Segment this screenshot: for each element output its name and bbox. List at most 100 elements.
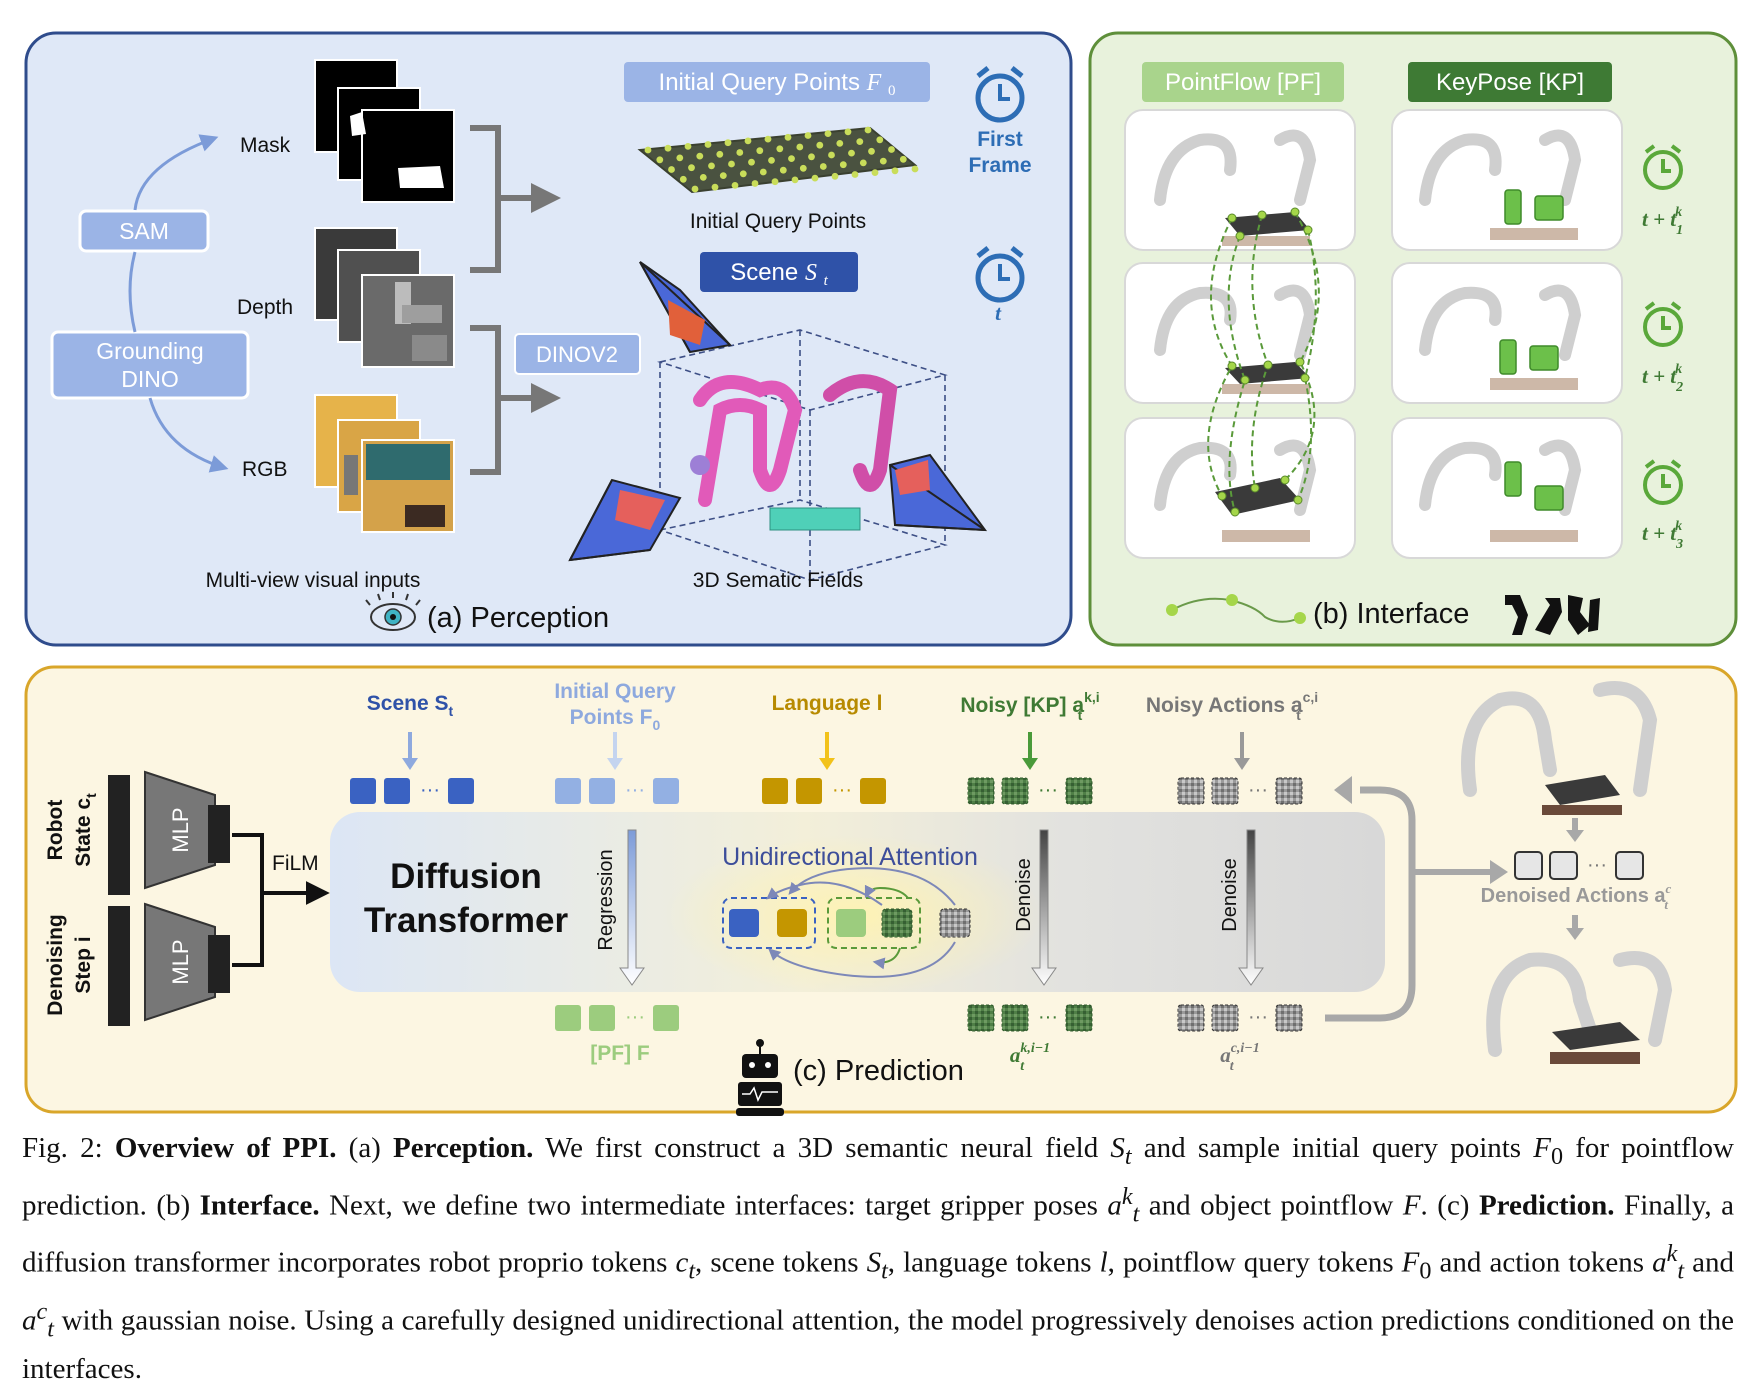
figure-caption: Fig. 2: Overview of PPI. (a) Perception.…: [22, 1132, 1735, 1386]
robot-state-bar: [108, 775, 130, 895]
act-output-tokens: ···: [1177, 1004, 1303, 1032]
svg-text:t + t2k: t + t2k: [1642, 362, 1683, 395]
svg-text:···: ···: [832, 779, 852, 801]
scene-title-sub: t: [824, 273, 829, 289]
initial-query-caption: Initial Query Points: [690, 210, 866, 233]
first-frame-label-1: First: [977, 128, 1023, 151]
rgb-label: RGB: [242, 458, 288, 481]
query-point: [676, 154, 684, 162]
sam-label: SAM: [119, 218, 169, 244]
query-point: [819, 163, 827, 170]
svg-text:t + t3k: t + t3k: [1642, 519, 1683, 552]
grounding-label-1: Grounding: [96, 338, 203, 364]
kp-output-tokens: ···: [967, 1004, 1093, 1032]
query-point: [644, 146, 652, 154]
query-point: [779, 166, 787, 174]
robot-icon: [736, 1039, 784, 1116]
camera-frustum-top: [639, 261, 732, 354]
uni-attention-label: Unidirectional Attention: [722, 843, 978, 871]
mlp-top-out: [208, 805, 230, 863]
query-point: [731, 182, 739, 189]
query-point: [836, 140, 844, 147]
query-point: [776, 145, 784, 153]
perception-section-label: (a) Perception: [427, 602, 609, 634]
query-point: [696, 152, 704, 160]
svg-text:Initial Query Points: Initial Query Points F 0: [659, 69, 896, 99]
query-point: [716, 150, 724, 158]
query-point: [851, 171, 859, 178]
interface-section-label: (b) Interface: [1313, 598, 1469, 630]
query-point: [728, 160, 735, 168]
svg-text:···: ···: [420, 779, 440, 801]
query-point: [871, 169, 879, 177]
denoise-arrow-kp: Denoise: [1013, 829, 1057, 986]
prediction-section-label: (c) Prediction: [793, 1055, 964, 1087]
query-point: [856, 138, 864, 146]
query-point: [656, 156, 664, 164]
svg-text:Scene S: Scene S t: [730, 259, 828, 289]
robot-state-label-2: State ct: [72, 793, 99, 867]
query-point: [736, 149, 744, 156]
gripper-icon: [1505, 595, 1600, 635]
query-point: [891, 167, 899, 175]
query-point: [768, 157, 775, 164]
dt-label-1: Diffusion: [390, 857, 542, 896]
query-point: [679, 175, 687, 183]
camera-frustum-right: [888, 453, 988, 532]
query-point: [864, 126, 872, 134]
to-denoised-arrowhead: [1490, 860, 1508, 884]
query-point: [708, 162, 715, 170]
dt-label-2: Transformer: [364, 901, 569, 940]
svg-text:···: ···: [1248, 1006, 1268, 1028]
denoising-step-bar: [108, 906, 130, 1026]
query-point: [691, 185, 699, 193]
initial-query-title-sub: 0: [888, 83, 896, 99]
query-point: [804, 132, 812, 139]
mlp-top: MLP: [144, 770, 216, 890]
robot-illustration-top: [1461, 681, 1658, 842]
keypose-frames: [1391, 109, 1623, 559]
pointflow-label: PointFlow [PF]: [1165, 69, 1321, 96]
iqp-input-label-1: Initial Query: [554, 680, 676, 703]
dino-to-sam-line: [128, 251, 137, 333]
fields-caption: 3D Sematic Fields: [693, 569, 863, 592]
mlp-bottom: MLP: [144, 902, 216, 1022]
mlp-top-label: MLP: [168, 807, 193, 852]
svg-text:···: ···: [625, 1006, 645, 1028]
query-points-plate: [637, 126, 919, 194]
query-point: [784, 133, 792, 141]
scene-title-text: Scene: [730, 259, 798, 286]
query-point: [848, 149, 855, 157]
scene-title-pill: Scene S t: [700, 252, 858, 292]
mlp-bottom-label: MLP: [168, 939, 193, 984]
keypose-pill: KeyPose [KP]: [1408, 62, 1612, 102]
rgb-image-stack: [314, 394, 455, 533]
language-tokens: ···: [762, 778, 886, 804]
bottom-bracket: [470, 325, 555, 475]
svg-text:···: ···: [1038, 779, 1058, 801]
pointflow-frames: [1124, 109, 1356, 559]
clock-icon-t2: [1643, 301, 1683, 347]
noisy-kp-tokens: ···: [967, 777, 1093, 805]
mlp-bottom-out: [208, 935, 230, 993]
svg-text:···: ···: [1038, 1006, 1058, 1028]
query-point: [744, 137, 752, 145]
query-point: [816, 141, 824, 149]
scene-title-sym: S: [805, 260, 817, 286]
query-point: [879, 157, 887, 165]
query-point: [799, 164, 807, 172]
query-point: [876, 136, 884, 144]
pf-output-label: [PF] F: [590, 1042, 650, 1065]
query-point: [828, 151, 835, 159]
initial-query-title-sym: F: [866, 70, 882, 96]
query-point: [664, 144, 672, 152]
depth-label: Depth: [237, 296, 293, 319]
query-point: [739, 170, 747, 178]
iqp-tokens: ···: [555, 778, 679, 804]
query-point: [699, 174, 707, 181]
sam-to-mask-arrow: [133, 134, 219, 211]
denoise-arrow-act: Denoise: [1219, 829, 1264, 986]
query-point: [759, 168, 767, 176]
